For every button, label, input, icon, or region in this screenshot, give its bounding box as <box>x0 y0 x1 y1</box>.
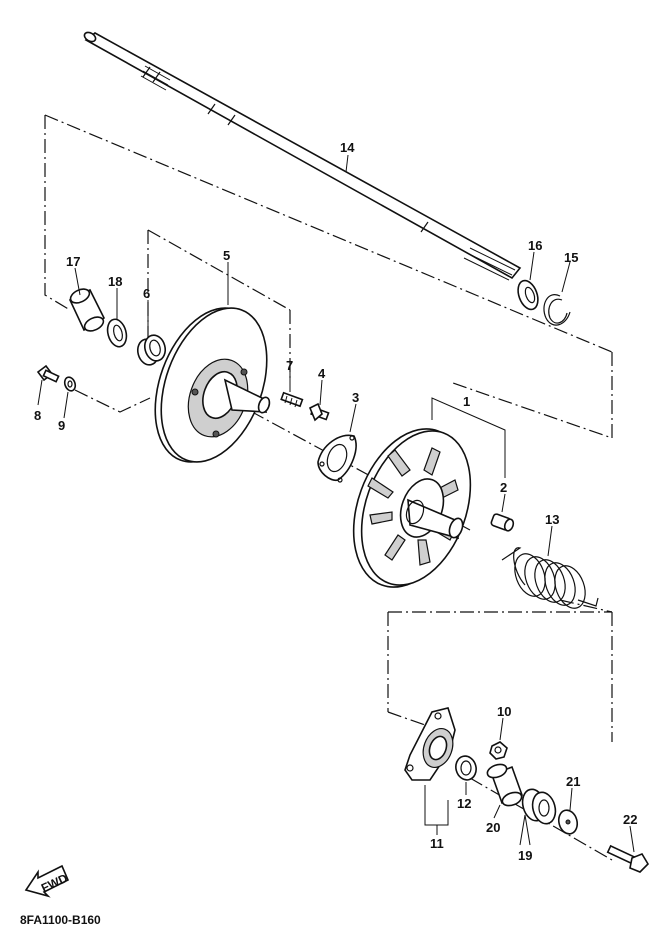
bolt-part-22 <box>606 844 650 873</box>
bearing-part-12 <box>455 755 477 781</box>
callout-3: 3 <box>352 390 359 405</box>
bearing-housing-part-11 <box>404 707 456 781</box>
washer-part-16 <box>517 279 539 311</box>
callout-labels: 14 17 18 6 5 7 4 3 8 9 16 15 1 2 13 10 1… <box>34 140 637 863</box>
callout-19: 19 <box>518 848 532 863</box>
callout-7: 7 <box>286 358 293 373</box>
washer-part-18 <box>106 318 128 348</box>
washer-part-21 <box>557 809 579 835</box>
callout-14: 14 <box>340 140 355 155</box>
callout-8: 8 <box>34 408 41 423</box>
forward-arrow-icon: FWD <box>24 864 70 898</box>
circlip-part-15 <box>543 294 571 326</box>
shaft-part-14 <box>83 31 522 281</box>
callout-5: 5 <box>223 248 230 263</box>
washer-part-9 <box>63 376 77 392</box>
bushing-part-19 <box>521 788 557 825</box>
bushing-part-17 <box>68 288 106 332</box>
callout-6: 6 <box>143 286 150 301</box>
bolt-part-8 <box>36 364 60 383</box>
stud-part-7 <box>280 391 304 408</box>
bolt-part-4 <box>308 402 330 422</box>
callout-9: 9 <box>58 418 65 433</box>
plug-part-2 <box>490 513 515 532</box>
diagram-code: 8FA1100-B160 <box>20 913 101 927</box>
callout-22: 22 <box>623 812 637 827</box>
callout-10: 10 <box>497 704 511 719</box>
spline-right <box>463 247 516 281</box>
leader-lines <box>37 154 635 853</box>
callout-1: 1 <box>463 394 470 409</box>
gasket-part-3 <box>317 434 357 483</box>
callout-21: 21 <box>566 774 580 789</box>
fixed-sheave-part-5 <box>154 307 271 463</box>
spring-part-13 <box>501 547 599 609</box>
callout-4: 4 <box>318 366 326 381</box>
callout-18: 18 <box>108 274 122 289</box>
assembly-guide-lines <box>44 114 613 861</box>
spline-left <box>140 65 171 91</box>
nut-part-10 <box>489 741 508 760</box>
callout-15: 15 <box>564 250 578 265</box>
callout-11: 11 <box>430 836 444 851</box>
callout-16: 16 <box>528 238 542 253</box>
callout-2: 2 <box>500 480 507 495</box>
callout-12: 12 <box>457 796 471 811</box>
collar-part-20 <box>486 763 524 807</box>
callout-17: 17 <box>66 254 80 269</box>
callout-20: 20 <box>486 820 500 835</box>
movable-sheave-part-1 <box>352 428 472 588</box>
bearing-part-6 <box>136 334 167 366</box>
callout-13: 13 <box>545 512 559 527</box>
